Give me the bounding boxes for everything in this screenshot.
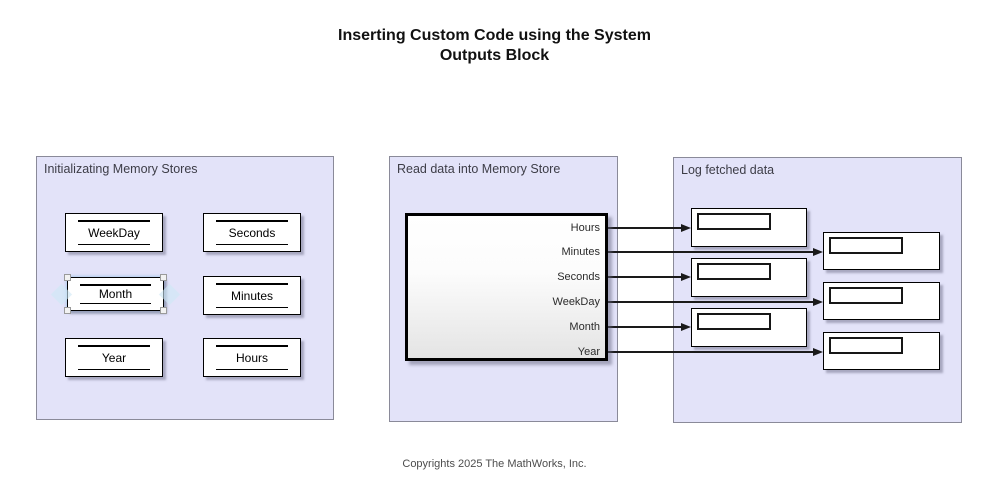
block-label: Minutes <box>230 288 274 303</box>
display-value-box <box>829 287 903 304</box>
block-label: WeekDay <box>88 225 140 240</box>
display-block-weekday[interactable] <box>823 282 940 320</box>
memory-reader-subsystem-block[interactable]: Hours Minutes Seconds WeekDay Month Year <box>405 213 608 361</box>
data-store-block-minutes[interactable]: Minutes <box>203 276 301 315</box>
display-block-minutes[interactable] <box>823 232 940 270</box>
block-top-line <box>78 220 150 222</box>
block-bottom-line <box>80 302 151 304</box>
block-label: Month <box>98 287 133 301</box>
selection-handle-bottom-left[interactable] <box>64 307 71 314</box>
area-label: Initializating Memory Stores <box>44 162 198 176</box>
display-block-month[interactable] <box>691 308 807 347</box>
selection-handle-bottom-right[interactable] <box>160 307 167 314</box>
arrowhead-hours <box>681 223 691 232</box>
arrowhead-seconds <box>681 272 691 281</box>
output-port-minutes: Minutes <box>561 246 600 258</box>
block-top-line <box>216 283 288 285</box>
area-label: Read data into Memory Store <box>397 162 561 176</box>
signal-line-minutes[interactable] <box>608 251 814 253</box>
model-title: Inserting Custom Code using the System O… <box>0 26 989 66</box>
output-port-hours: Hours <box>570 222 600 234</box>
block-bottom-line <box>216 306 288 308</box>
arrowhead-weekday <box>813 297 823 306</box>
block-bottom-line <box>78 368 150 370</box>
display-block-seconds[interactable] <box>691 258 807 297</box>
signal-line-weekday[interactable] <box>608 301 814 303</box>
selection-handle-top-right[interactable] <box>160 274 167 281</box>
block-bottom-line <box>216 243 288 245</box>
block-top-line <box>78 345 150 347</box>
signal-line-hours[interactable] <box>608 227 682 229</box>
block-label: Hours <box>235 350 268 365</box>
output-port-weekday: WeekDay <box>552 296 600 308</box>
block-bottom-line <box>216 368 288 370</box>
data-store-block-month[interactable]: Month <box>50 274 181 314</box>
block-top-line <box>216 220 288 222</box>
block-bottom-line <box>78 243 150 245</box>
block-label: Year <box>101 350 127 365</box>
model-title-line2: Outputs Block <box>439 47 550 64</box>
data-store-block-hours[interactable]: Hours <box>203 338 301 377</box>
output-port-seconds: Seconds <box>557 271 600 283</box>
arrowhead-year <box>813 347 823 356</box>
block-top-line <box>80 284 151 286</box>
signal-line-year[interactable] <box>608 351 814 353</box>
display-block-hours[interactable] <box>691 208 807 247</box>
block-top-line <box>216 345 288 347</box>
area-label: Log fetched data <box>681 163 775 177</box>
model-title-line1: Inserting Custom Code using the System <box>338 27 651 44</box>
data-store-block-year[interactable]: Year <box>65 338 163 377</box>
data-store-block-seconds[interactable]: Seconds <box>203 213 301 252</box>
data-store-block-weekday[interactable]: WeekDay <box>65 213 163 252</box>
display-value-box <box>697 313 771 330</box>
arrowhead-month <box>681 322 691 331</box>
arrowhead-minutes <box>813 247 823 256</box>
selection-handle-top-left[interactable] <box>64 274 71 281</box>
display-block-year[interactable] <box>823 332 940 370</box>
display-value-box <box>829 237 903 254</box>
display-value-box <box>697 213 771 230</box>
signal-line-seconds[interactable] <box>608 276 682 278</box>
display-value-box <box>829 337 903 354</box>
block-label: Seconds <box>228 225 276 240</box>
signal-line-month[interactable] <box>608 326 682 328</box>
output-port-year: Year <box>577 346 600 358</box>
output-port-month: Month <box>569 321 600 333</box>
display-value-box <box>697 263 771 280</box>
copyright-text: Copyrights 2025 The MathWorks, Inc. <box>402 458 587 470</box>
